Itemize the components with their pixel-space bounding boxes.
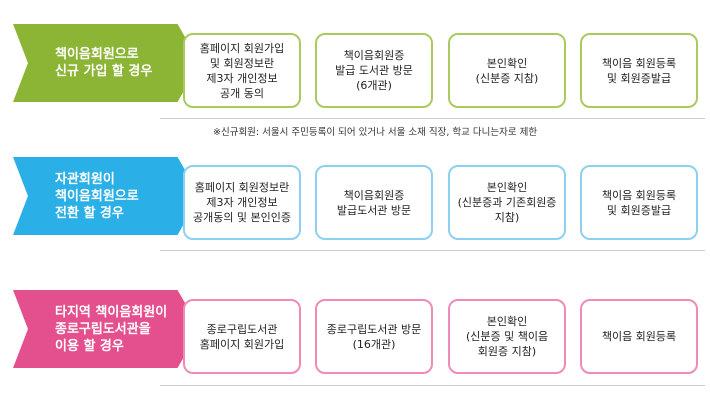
lane-1-arrow: 책이음회원으로 신규 가입 할 경우 [13, 24, 200, 102]
lane-1-step-3: 본인확인 (신분증 지참) [448, 33, 566, 108]
lane-1-step-1: 홈페이지 회원가입 및 회원정보란 제3자 개인정보 공개 동의 [183, 33, 301, 108]
lane-2-step-1: 홈페이지 회원정보란 제3자 개인정보 공개동의 및 본인인증 [183, 165, 301, 240]
lane-3-step-4: 책이음 회원등록 [580, 299, 698, 374]
lane-1-step-2: 책이음회원증 발급 도서관 방문 (6개관) [315, 33, 433, 108]
lane-1-note: ※신규회원: 서울시 주민등록이 되어 있거나 서울 소재 직장, 학교 다니는… [213, 127, 538, 138]
lane-2-title: 자관회원이 책이음회원으로 전환 할 경우 [55, 171, 139, 221]
lane-3-divider [160, 385, 705, 386]
lane-3-step-3: 본인확인 (신분증 및 책이음 회원증 지참) [448, 299, 566, 374]
lane-1-title: 책이음회원으로 신규 가입 할 경우 [55, 47, 153, 79]
lane-2-step-3: 본인확인 (신분증과 기존회원증 지참) [448, 165, 566, 240]
lane-2-arrow: 자관회원이 책이음회원으로 전환 할 경우 [13, 157, 200, 235]
lane-3-arrow: 타지역 책이음회원이 종로구립도서관을 이용 할 경우 [13, 290, 200, 368]
lane-2-divider [160, 250, 705, 251]
lane-2-step-4: 책이음 회원등록 및 회원증발급 [580, 165, 698, 240]
lane-3-step-1: 종로구립도서관 홈페이지 회원가입 [183, 299, 301, 374]
lane-3-step-2: 종로구립도서관 방문 (16개관) [315, 299, 433, 374]
lane-1-divider [160, 118, 705, 119]
lane-3-title: 타지역 책이음회원이 종로구립도서관을 이용 할 경우 [55, 304, 168, 354]
lane-1-step-4: 책이음 회원등록 및 회원증발급 [580, 33, 698, 108]
lane-2-step-2: 책이음회원증 발급도서관 방문 [315, 165, 433, 240]
